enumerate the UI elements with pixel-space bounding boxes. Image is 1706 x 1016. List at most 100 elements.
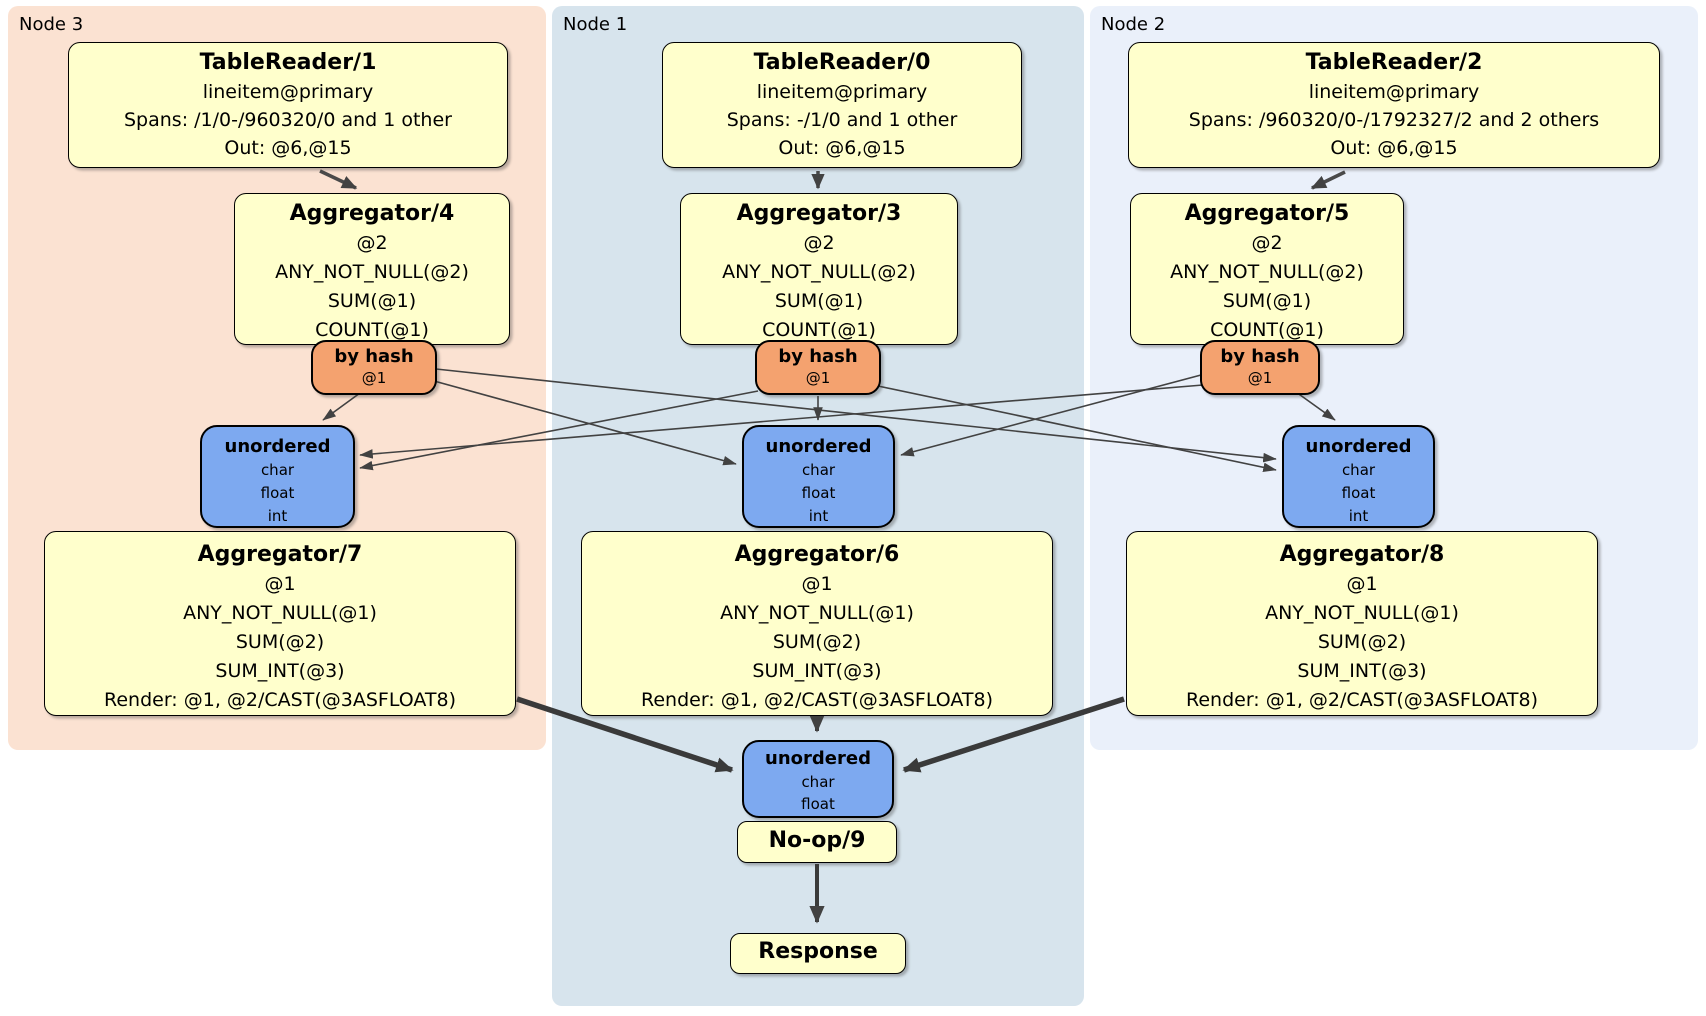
sync-unordered-final: unordered char float — [742, 740, 894, 818]
box-line: ANY_NOT_NULL(@1) — [1265, 602, 1459, 624]
box-line: Out: @6,@15 — [1330, 137, 1458, 159]
box-line: ANY_NOT_NULL(@1) — [183, 602, 377, 624]
box-line: @2 — [803, 232, 835, 254]
sync-title: unordered — [1305, 436, 1412, 457]
box-line: SUM(@2) — [772, 631, 862, 653]
router-by-hash-node2: by hash @1 — [1200, 340, 1320, 395]
edge-hash2-unordered2 — [1295, 391, 1336, 421]
region-label-node2: Node 2 — [1101, 14, 1166, 35]
box-line: SUM(@2) — [235, 631, 325, 653]
box-line: @1 — [801, 573, 833, 595]
box-line: @1 — [1346, 573, 1378, 595]
box-line: ANY_NOT_NULL(@1) — [720, 602, 914, 624]
processor-title: No-op/9 — [768, 828, 866, 853]
box-line: ANY_NOT_NULL(@2) — [275, 261, 469, 283]
processor-title: Aggregator/3 — [736, 201, 902, 226]
router-details: @1 — [757, 368, 879, 388]
box-line: @1 — [805, 369, 831, 387]
router-by-hash-node3: by hash @1 — [311, 340, 437, 395]
box-line: @2 — [1251, 232, 1283, 254]
edge-hash2-unordered3 — [359, 384, 1204, 459]
router-by-hash-node1: by hash @1 — [755, 340, 881, 395]
router-title: by hash — [334, 346, 414, 367]
edge-hash1-unordered2 — [877, 385, 1277, 473]
box-line: SUM(@1) — [327, 290, 417, 312]
box-line: @2 — [356, 232, 388, 254]
box-line: COUNT(@1) — [1210, 319, 1324, 341]
box-line: @1 — [1247, 369, 1273, 387]
router-title: by hash — [778, 346, 858, 367]
box-line: SUM_INT(@3) — [1297, 660, 1427, 682]
box-line: SUM(@1) — [774, 290, 864, 312]
box-line: Out: @6,@15 — [224, 137, 352, 159]
box-line: Render: @1, @2/CAST(@3ASFLOAT8) — [1186, 689, 1538, 711]
processor-noop: No-op/9 — [737, 821, 897, 863]
edge-aggregator8-unordered-final — [902, 696, 1125, 773]
box-line: COUNT(@1) — [762, 319, 876, 341]
region-label-node1: Node 1 — [563, 14, 628, 35]
edge-hash2-unordered1 — [900, 374, 1202, 457]
box-line: @1 — [361, 369, 387, 387]
box-line: COUNT(@1) — [315, 319, 429, 341]
processor-title: TableReader/1 — [199, 50, 377, 75]
box-line: char — [260, 461, 295, 479]
box-line: char — [801, 461, 836, 479]
box-line: @1 — [264, 573, 296, 595]
box-line: float — [801, 484, 836, 502]
box-line: float — [801, 795, 835, 813]
box-line: float — [260, 484, 295, 502]
processor-title: Aggregator/8 — [1279, 542, 1445, 567]
processor-title: Aggregator/4 — [289, 201, 455, 226]
box-line: int — [267, 507, 288, 525]
router-title: by hash — [1220, 346, 1300, 367]
processor-title: TableReader/0 — [753, 50, 931, 75]
box-line: char — [801, 773, 835, 791]
box-line: SUM_INT(@3) — [752, 660, 882, 682]
box-line: SUM_INT(@3) — [215, 660, 345, 682]
processor-title: Aggregator/7 — [197, 542, 363, 567]
sync-details: char float int — [202, 459, 353, 528]
box-line: float — [1341, 484, 1376, 502]
box-line: ANY_NOT_NULL(@2) — [722, 261, 916, 283]
edge-hash3-unordered1 — [433, 380, 737, 466]
box-line: Render: @1, @2/CAST(@3ASFLOAT8) — [641, 689, 993, 711]
edge-tablereader1-aggregator4 — [319, 169, 358, 190]
box-line: int — [1348, 507, 1369, 525]
edge-hash1-unordered3 — [359, 390, 759, 471]
processor-title: Aggregator/6 — [734, 542, 900, 567]
box-line: SUM(@2) — [1317, 631, 1407, 653]
processor-title: Aggregator/5 — [1184, 201, 1350, 226]
edge-tablereader2-aggregator5 — [1310, 170, 1346, 190]
box-line: ANY_NOT_NULL(@2) — [1170, 261, 1364, 283]
box-line: Out: @6,@15 — [778, 137, 906, 159]
sync-details: char float — [744, 771, 892, 815]
edge-hash3-unordered3 — [322, 392, 361, 421]
box-line: lineitem@primary — [756, 81, 928, 103]
edge-aggregator7-unordered-final — [516, 696, 734, 773]
box-line: Spans: /960320/0-/1792327/2 and 2 others — [1188, 109, 1600, 131]
processor-title: TableReader/2 — [1305, 50, 1483, 75]
processor-response: Response — [730, 933, 906, 974]
router-details: @1 — [313, 368, 435, 388]
sync-title: unordered — [765, 748, 871, 769]
